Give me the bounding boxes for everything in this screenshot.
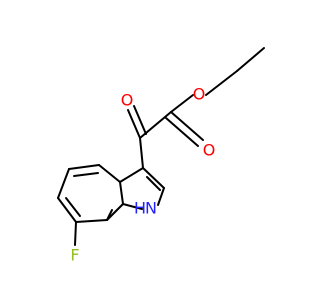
bond-c7-c7a [75, 219, 108, 223]
bond-c6-c7-inner [65, 197, 81, 217]
bond-c4-c5-outer [68, 164, 100, 170]
molecule-structure: O O O N H F [57, 47, 265, 265]
bond-ester-carbonyl-2 [165, 117, 199, 147]
bond-c3a-c7a [119, 181, 124, 205]
bond-ethyl-ch2 [205, 70, 238, 96]
bond-c3-c2-inner [146, 176, 161, 191]
bond-c3a-c4 [98, 164, 121, 183]
bond-c7-f [74, 221, 77, 246]
hydrogen-label: H [134, 199, 146, 218]
bond-ester-o-c [170, 94, 194, 113]
bond-ketone-indole [139, 137, 144, 169]
bond-ester-carbonyl-1 [170, 111, 204, 141]
nitrogen-label: N [145, 199, 157, 218]
bond-c3-c3a [119, 167, 144, 183]
bond-ketone-up-2 [133, 105, 147, 135]
bond-c3-c2-outer [142, 167, 165, 189]
bond-c2-n1 [157, 187, 165, 206]
oxygen-label-ester-carbonyl: O [203, 141, 216, 160]
bond-c7a-link [106, 203, 124, 221]
bond-ketone-up-1 [127, 109, 141, 139]
bond-c6-c7-outer [57, 197, 77, 223]
bond-n1-c7a [122, 203, 143, 210]
molecule-canvas: O O O N H F [57, 47, 265, 265]
bond-ethyl-ch3 [236, 47, 265, 72]
bond-c4-c5-inner [73, 172, 99, 177]
bond-c5-c6 [57, 168, 70, 199]
oxygen-label-ketone: O [121, 91, 134, 110]
fluorine-label: F [70, 246, 79, 265]
bond-carbonyl-linkage [139, 111, 172, 139]
oxygen-label-ester: O [193, 85, 206, 104]
